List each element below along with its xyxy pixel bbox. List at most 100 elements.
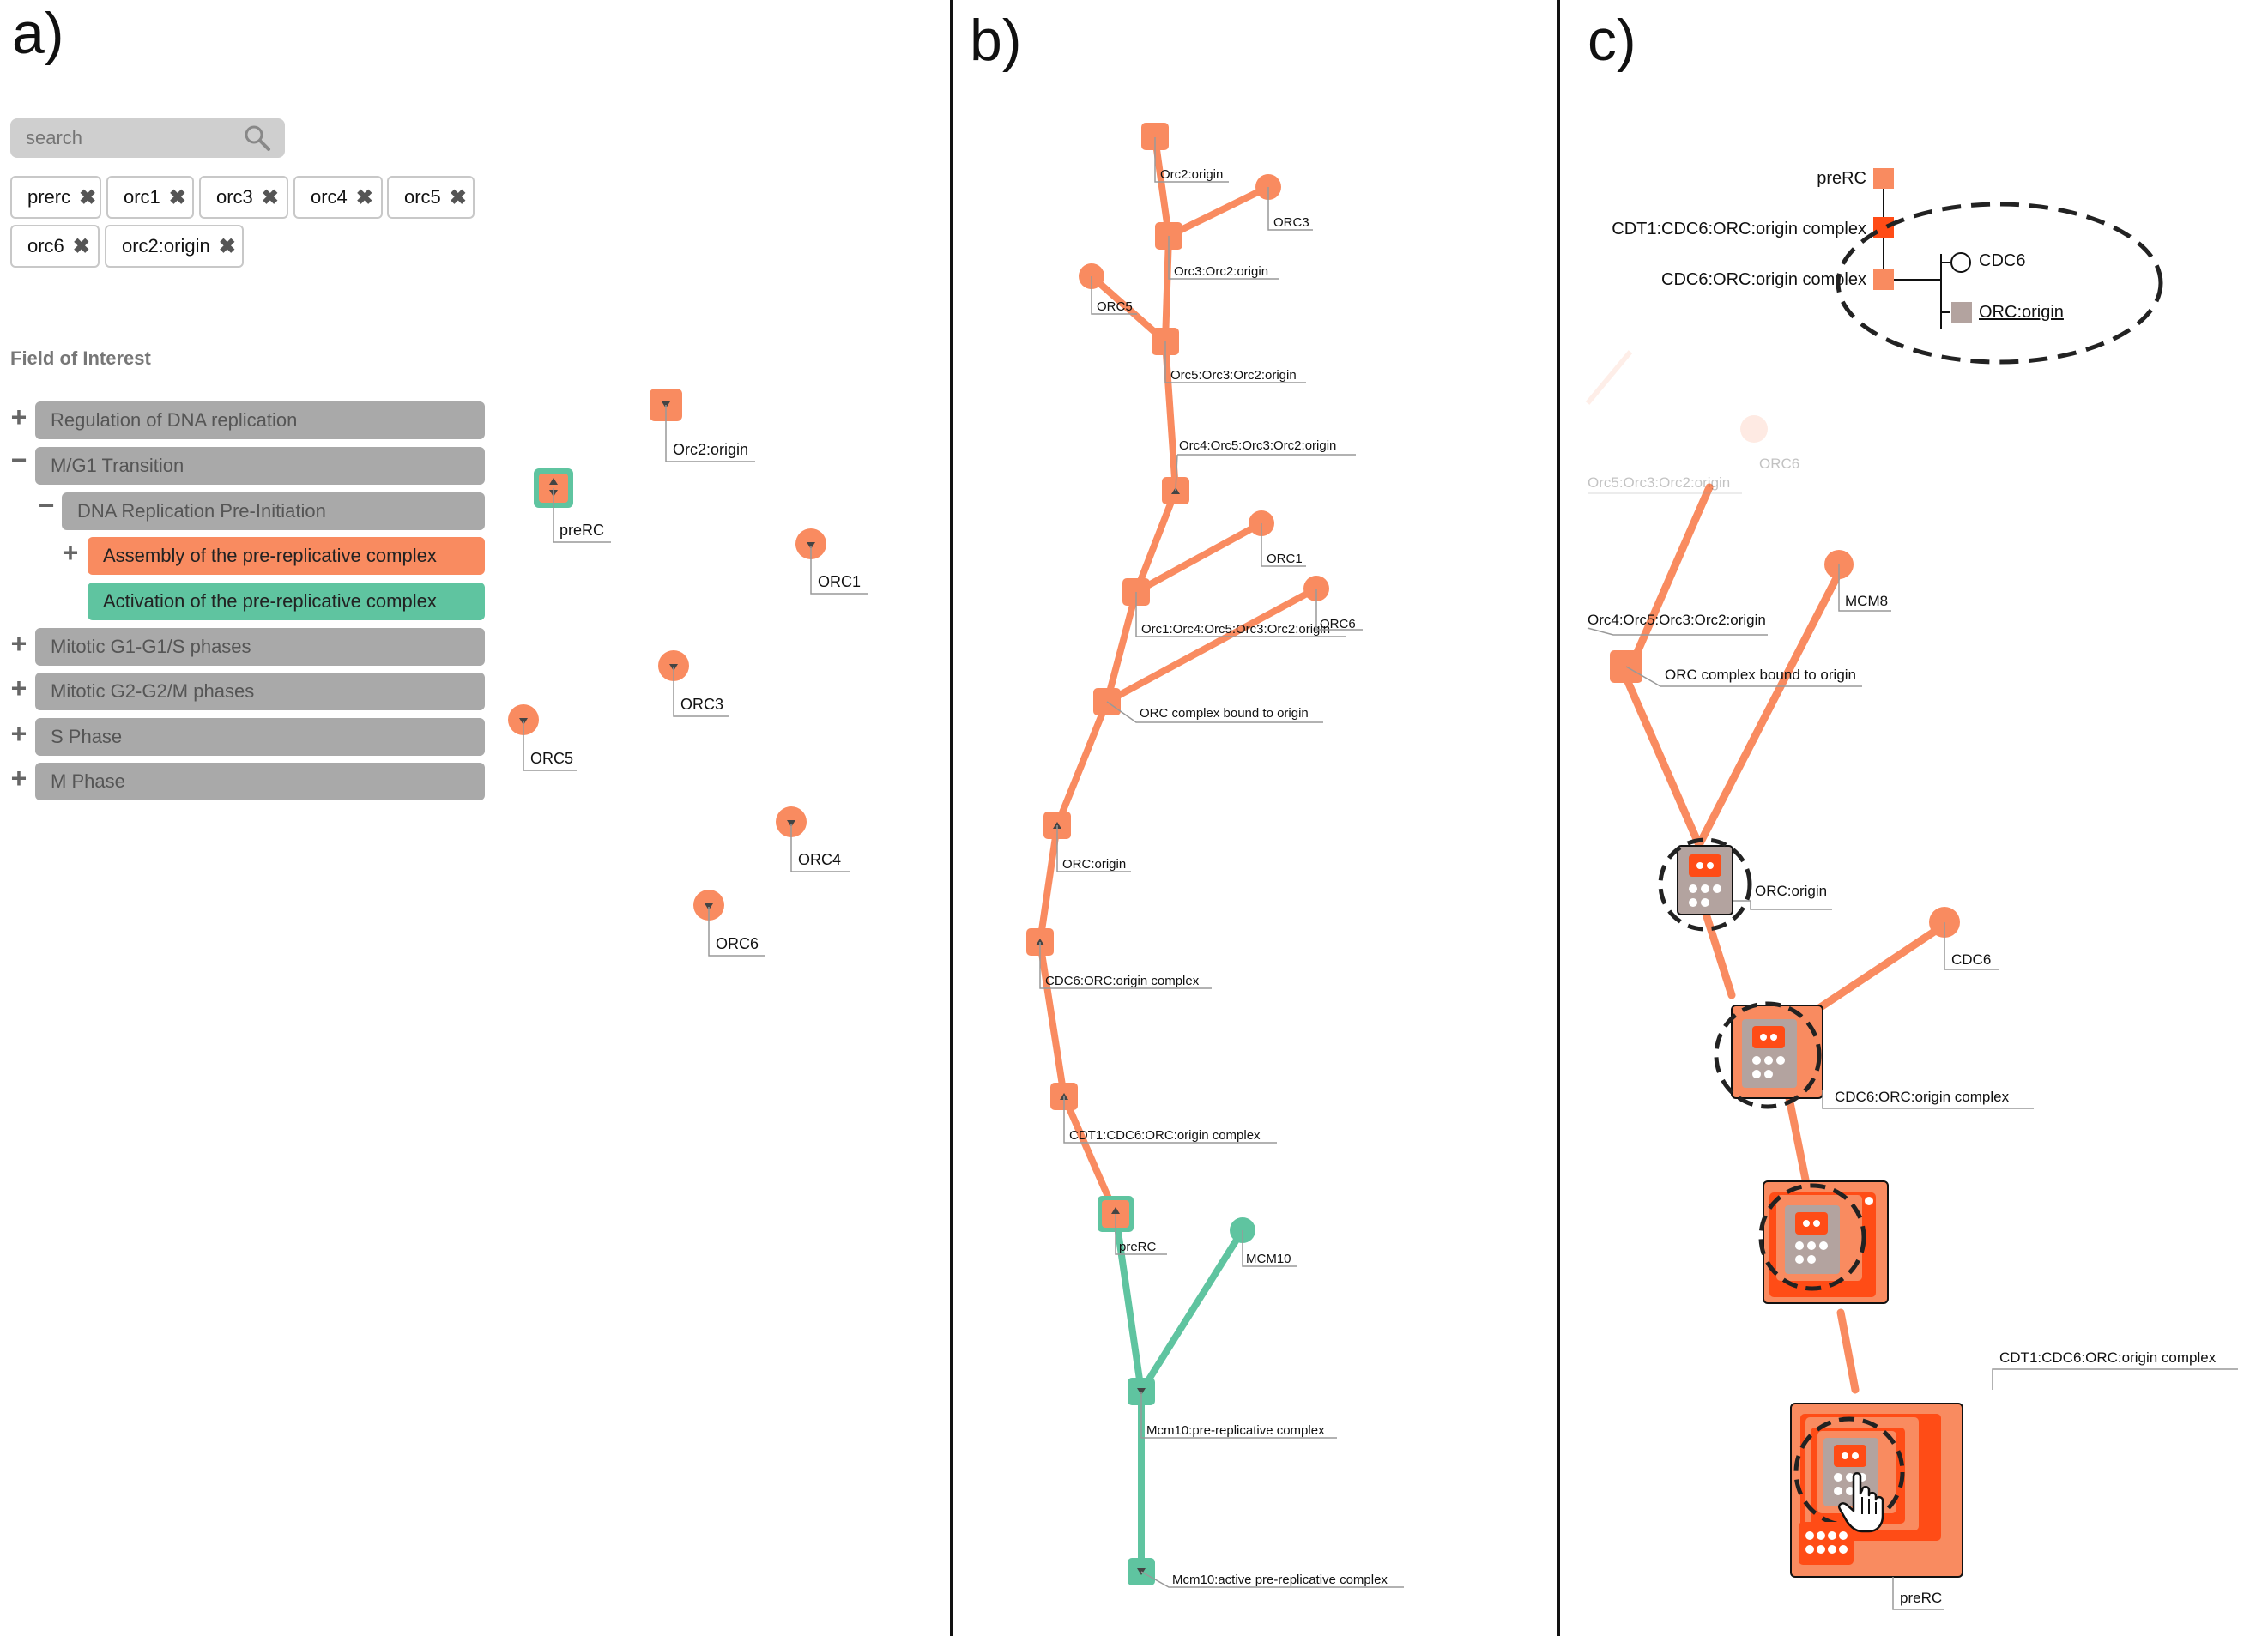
node-label: Mcm10:pre-replicative complex xyxy=(1146,1423,1325,1438)
legend-square-orc-origin xyxy=(1951,302,1972,323)
remove-tag-icon[interactable]: ✖ xyxy=(355,185,373,209)
focus-ellipse xyxy=(1836,202,2163,365)
tag-label: orc2:origin xyxy=(122,235,210,257)
tree-item-assembly-prerc[interactable]: Assembly of the pre-replicative complex xyxy=(88,537,485,575)
tree-item-mitotic-g1[interactable]: Mitotic G1-G1/S phases xyxy=(35,628,485,666)
remove-tag-icon[interactable]: ✖ xyxy=(168,185,186,209)
node-orc-origin-b[interactable]: ORC:origin xyxy=(1043,812,1131,872)
legend-label: CDC6 xyxy=(1979,251,2025,270)
legend-circle-cdc6 xyxy=(1950,252,1971,273)
remove-tag-icon[interactable]: ✖ xyxy=(449,185,467,209)
panel-label-b: b) xyxy=(970,8,1022,73)
node-cdc6-c[interactable]: CDC6 xyxy=(1929,907,1999,970)
node-label: ORC:origin xyxy=(1062,857,1126,872)
search-bar[interactable] xyxy=(10,118,285,158)
tag-orc2-origin[interactable]: orc2:origin ✖ xyxy=(105,225,244,268)
node-orc1-b[interactable]: ORC1 xyxy=(1249,510,1306,567)
node-label: Orc3:Orc2:origin xyxy=(1174,264,1268,279)
node-orc4[interactable]: ORC4 xyxy=(776,806,850,872)
hand-cursor-icon xyxy=(1838,1472,1884,1533)
tree-item-regulation-dna-replication[interactable]: Regulation of DNA replication xyxy=(35,401,485,439)
node-orc5-orc3-orc2-origin-b[interactable]: Orc5:Orc3:Orc2:origin xyxy=(1152,328,1306,383)
tree-item-mg1-transition[interactable]: M/G1 Transition xyxy=(35,447,485,485)
remove-tag-icon[interactable]: ✖ xyxy=(79,185,97,209)
search-input[interactable] xyxy=(24,126,233,150)
node-label: CDT1:CDC6:ORC:origin complex xyxy=(1999,1349,2217,1366)
node-label: CDT1:CDC6:ORC:origin complex xyxy=(1069,1128,1261,1143)
expand-icon[interactable]: + xyxy=(10,673,27,703)
node-orc6[interactable]: ORC6 xyxy=(693,890,765,957)
tag-label: orc1 xyxy=(124,186,160,208)
legend-label-link[interactable]: ORC:origin xyxy=(1979,303,2064,322)
node-label: preRC xyxy=(559,522,604,539)
tag-orc6[interactable]: orc6✖ xyxy=(10,225,100,268)
tag-orc3[interactable]: orc3✖ xyxy=(199,176,288,219)
node-orc3-orc2-origin-b[interactable]: Orc3:Orc2:origin xyxy=(1155,222,1279,280)
search-icon[interactable] xyxy=(242,123,273,154)
tree-item-dna-replication-pre-initiation[interactable]: DNA Replication Pre-Initiation xyxy=(62,492,485,530)
expand-icon[interactable]: + xyxy=(10,401,27,432)
faded-node-labels: Orc5:Orc3:Orc2:origin ORC6 xyxy=(1588,456,1799,494)
node-label: ORC complex bound to origin xyxy=(1665,667,1856,683)
tree-item-mitotic-g2[interactable]: Mitotic G2-G2/M phases xyxy=(35,673,485,710)
panel-divider-ab xyxy=(950,0,953,1636)
expand-icon[interactable]: + xyxy=(10,718,27,749)
node-label: Orc5:Orc3:Orc2:origin xyxy=(1170,368,1297,383)
collapse-icon[interactable]: − xyxy=(38,490,55,521)
tag-orc4[interactable]: orc4✖ xyxy=(293,176,383,219)
tree-item-activation-prerc[interactable]: Activation of the pre-replicative comple… xyxy=(88,583,485,620)
node-label: ORC5 xyxy=(530,750,573,767)
node-orc6-b[interactable]: ORC6 xyxy=(1303,576,1363,631)
node-orc2-origin-b[interactable]: Orc2:origin xyxy=(1141,123,1229,183)
node-cdc6-orc-origin-complex-c[interactable]: CDC6:ORC:origin complex xyxy=(1714,1001,2034,1109)
node-orc-complex-bound-b[interactable]: ORC complex bound to origin xyxy=(1093,688,1323,723)
legend-label: CDT1:CDC6:ORC:origin complex xyxy=(1612,220,1866,238)
tag-prerc[interactable]: prerc✖ xyxy=(10,176,101,219)
tag-orc1[interactable]: orc1 ✖ xyxy=(106,176,194,219)
node-orc5-b[interactable]: ORC5 xyxy=(1079,263,1137,315)
node-label: Orc2:origin xyxy=(1160,167,1223,182)
node-orc1-complex-b[interactable]: Orc1:Orc4:Orc5:Orc3:Orc2:origin xyxy=(1122,578,1346,637)
expand-icon[interactable]: + xyxy=(10,763,27,794)
remove-tag-icon[interactable]: ✖ xyxy=(261,185,279,209)
node-label: preRC xyxy=(1900,1590,1942,1606)
legend-label: preRC xyxy=(1817,169,1866,188)
node-label: ORC6 xyxy=(1320,617,1356,631)
node-label: Orc1:Orc4:Orc5:Orc3:Orc2:origin xyxy=(1141,622,1330,637)
node-label: ORC complex bound to origin xyxy=(1140,706,1309,721)
node-prerc[interactable]: preRC xyxy=(534,468,611,543)
expand-icon[interactable]: + xyxy=(10,628,27,659)
node-label: ORC3 xyxy=(1273,215,1309,230)
node-orc3[interactable]: ORC3 xyxy=(658,650,729,717)
node-mcm10-prerc-b[interactable]: Mcm10:pre-replicative complex xyxy=(1128,1378,1337,1439)
node-orc2-origin[interactable]: Orc2:origin xyxy=(650,389,755,462)
node-cdt1-cdc6-orc-origin-b[interactable]: CDT1:CDC6:ORC:origin complex xyxy=(1050,1083,1277,1144)
node-label: ORC3 xyxy=(680,696,723,713)
tag-label: orc5 xyxy=(404,186,441,208)
node-orc-complex-bound-c[interactable]: ORC complex bound to origin xyxy=(1610,650,1862,687)
node-orc-origin-c[interactable]: ORC:origin xyxy=(1658,837,1832,932)
node-orc3-b[interactable]: ORC3 xyxy=(1255,174,1313,231)
node-label: ORC1 xyxy=(818,573,861,590)
legend-square-cdc6-complex xyxy=(1873,269,1894,290)
node-mcm10-b[interactable]: MCM10 xyxy=(1230,1217,1297,1267)
node-label: ORC6 xyxy=(716,935,759,952)
tag-orc5[interactable]: orc5 ✖ xyxy=(387,176,475,219)
node-orc1[interactable]: ORC1 xyxy=(795,528,868,595)
tree-item-m-phase[interactable]: M Phase xyxy=(35,763,485,800)
collapse-icon[interactable]: − xyxy=(10,444,27,475)
expand-icon[interactable]: + xyxy=(62,537,79,568)
node-mcm8-c[interactable]: MCM8 xyxy=(1824,550,1891,612)
node-prerc-b[interactable]: preRC xyxy=(1098,1196,1167,1255)
node-cdt1-cdc6-orc-origin-complex-c[interactable] xyxy=(1758,1180,1889,1304)
remove-tag-icon[interactable]: ✖ xyxy=(218,234,236,258)
node-orc4-complex-c[interactable]: Orc4:Orc5:Orc3:Orc2:origin xyxy=(1587,612,1768,636)
node-cdc6-orc-origin-b[interactable]: CDC6:ORC:origin complex xyxy=(1026,928,1212,989)
panel-label-a: a) xyxy=(12,1,64,66)
node-orc4-complex-b[interactable]: Orc4:Orc5:Orc3:Orc2:origin xyxy=(1162,438,1356,504)
remove-tag-icon[interactable]: ✖ xyxy=(72,234,90,258)
node-orc5[interactable]: ORC5 xyxy=(508,704,577,771)
tree-item-s-phase[interactable]: S Phase xyxy=(35,718,485,756)
node-mcm10-active-prerc-b[interactable]: Mcm10:active pre-replicative complex xyxy=(1128,1558,1404,1588)
